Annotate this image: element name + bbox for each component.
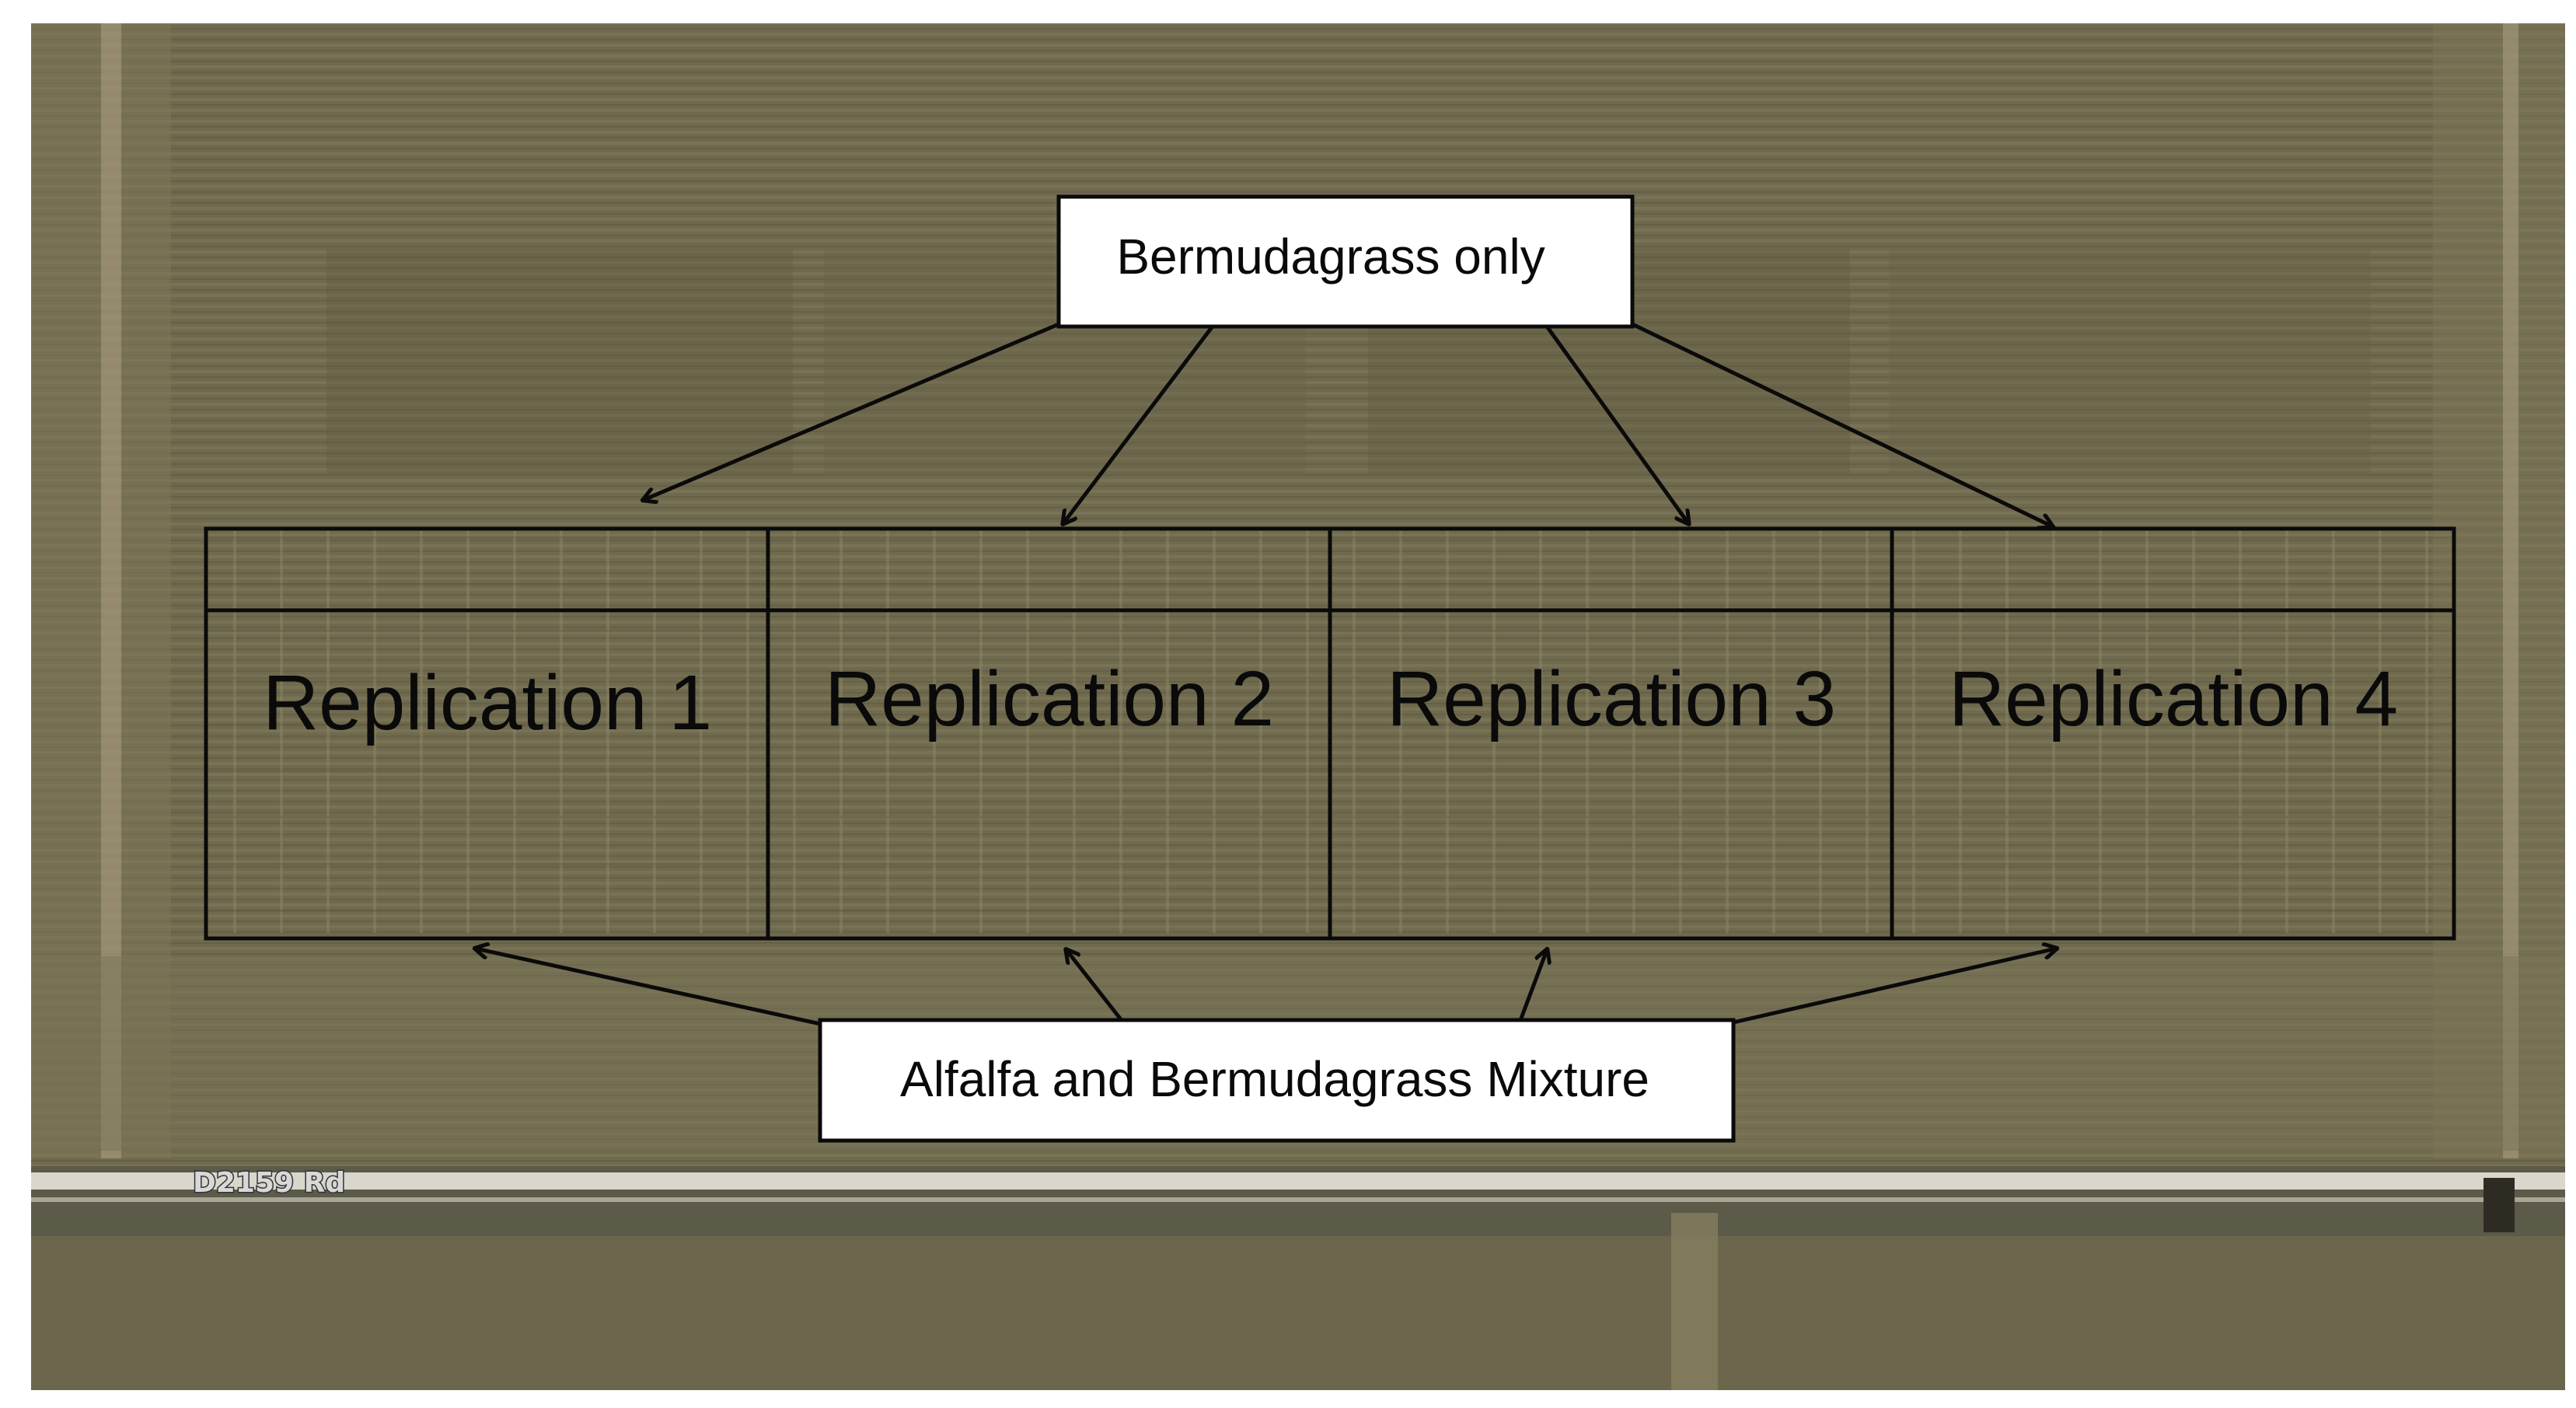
arrow-to-rep-3-strip <box>1543 323 1688 523</box>
arrow-to-rep-2-plots <box>1066 950 1125 1024</box>
arrow-to-rep-1-strip <box>644 322 1059 500</box>
replication-4-label: Replication 4 <box>1949 655 2398 742</box>
replication-grid <box>204 526 2456 941</box>
arrow-to-rep-1-plots <box>476 949 825 1027</box>
road-label: D2159 Rd <box>193 1167 345 1199</box>
mixture-callout-label: Alfalfa and Bermudagrass Mixture <box>900 1051 1649 1107</box>
arrow-to-rep-4-plots <box>1733 949 2056 1025</box>
bermudagrass-callout: Bermudagrass only <box>1056 194 1635 329</box>
arrow-to-rep-3-plots <box>1517 950 1547 1023</box>
replication-2-label: Replication 2 <box>825 655 1274 742</box>
bottom-callout-arrows <box>476 949 2056 1027</box>
replication-4-box <box>1890 526 2456 941</box>
replication-1-label: Replication 1 <box>263 659 712 746</box>
bermudagrass-callout-label: Bermudagrass only <box>1116 229 1545 285</box>
arrow-to-rep-4-strip <box>1631 322 2052 526</box>
top-callout-arrows <box>644 322 2052 526</box>
replication-3-label: Replication 3 <box>1387 655 1836 742</box>
mixture-callout: Alfalfa and Bermudagrass Mixture <box>818 1018 1736 1143</box>
arrow-to-rep-2-strip <box>1063 323 1216 523</box>
